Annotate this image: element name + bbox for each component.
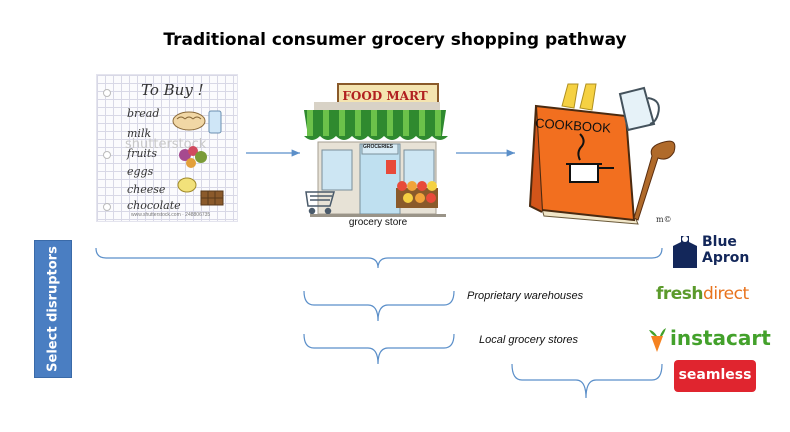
list-item: chocolate <box>127 199 181 212</box>
list-item: eggs <box>127 165 154 178</box>
watermark: shutterstock <box>125 137 207 152</box>
list-credit: www.shutterstock.com · 248806735 <box>131 212 211 218</box>
seamless-logo: seamless <box>674 360 756 392</box>
grocery-doodles-icon <box>172 110 224 206</box>
diagram-title: Traditional consumer grocery shopping pa… <box>163 30 627 50</box>
bracket-blue-apron <box>95 247 663 269</box>
select-disruptors-label: Select disruptors <box>45 246 61 372</box>
store-caption: grocery store <box>348 217 408 228</box>
instacart-wordmark: instacart <box>670 326 771 350</box>
freshdirect-direct: direct <box>703 284 749 304</box>
freshdirect-fresh: fresh <box>656 284 704 304</box>
apron-icon <box>673 236 697 268</box>
seamless-wordmark: seamless <box>678 367 752 383</box>
list-item: bread <box>127 107 160 120</box>
bracket-freshdirect <box>303 290 455 322</box>
bracket-seamless <box>511 363 663 399</box>
blue-apron-line2: Apron <box>702 250 750 266</box>
select-disruptors-box: Select disruptors <box>34 240 72 378</box>
store-sign: FOOD MART <box>342 89 428 103</box>
instacart-logo: instacart <box>646 326 771 354</box>
note-proprietary-warehouses: Proprietary warehouses <box>467 290 584 302</box>
carrot-icon <box>649 328 666 352</box>
freshdirect-logo: freshdirect <box>656 284 766 310</box>
blue-apron-logo: Blue Apron <box>672 232 762 272</box>
list-item: cheese <box>127 183 166 196</box>
note-local-grocery-stores: Local grocery stores <box>479 334 579 346</box>
store-window-sign: GROCERIES <box>362 144 393 150</box>
shopping-list-illustration: To Buy ! bread milk fruits eggs cheese c… <box>96 74 238 222</box>
list-heading: To Buy ! <box>141 81 204 99</box>
cookbook-illustration: m© <box>528 83 676 225</box>
svg-text:m©: m© <box>656 215 672 224</box>
list-item: milk <box>127 127 152 140</box>
bracket-instacart <box>303 333 455 365</box>
grocery-store-illustration <box>304 80 448 230</box>
list-item: fruits <box>127 147 157 160</box>
blue-apron-line1: Blue <box>702 234 737 250</box>
